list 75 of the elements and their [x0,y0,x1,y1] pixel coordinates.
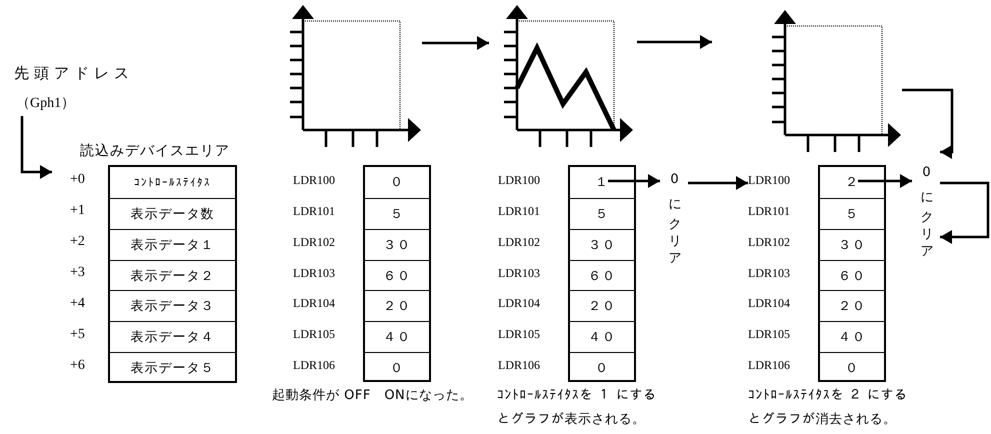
arrow [422,36,489,50]
register-label: LDR103 [498,264,540,282]
register-label: LDR102 [748,234,790,251]
data-table [363,165,431,382]
offset-label: +6 [70,356,85,375]
table-cell: ３０ [365,228,429,260]
register-label: LDR101 [748,202,790,220]
register-label: LDR105 [293,326,335,344]
register-label: LDR106 [748,357,790,374]
arrow [902,88,954,159]
register-label: LDR106 [498,357,540,374]
register-label: LDR100 [498,172,540,189]
address-heading: 先頭アドレス [14,64,134,83]
register-label: LDR100 [748,165,804,196]
offset-label: +5 [70,326,85,344]
table-cell: ６０ [820,260,884,290]
address-register: （Gph1） [16,95,76,112]
table-cell: 表示データ３ [110,290,235,322]
register-label: LDR104 [498,295,540,312]
table-cell: ０ [570,352,634,384]
table-cell: 表示データ２ [110,260,235,290]
table-heading: 読込みデバイスエリア [80,142,230,160]
offset-label: +2 [70,233,85,252]
table-cell: ５ [570,198,634,229]
table-cell: １ [570,167,634,198]
register-label: LDR104 [748,295,790,312]
table-cell: ０ [820,352,884,384]
table-cell: 表示データ１ [110,228,235,260]
register-label: LDR103 [748,264,790,282]
table-cell: 表示データ数 [110,198,235,229]
register-label: LDR100 [293,172,335,189]
arrow [20,116,52,179]
data-table [818,165,886,382]
caption: 起動条件が OFF ONになった。 [272,387,474,405]
table-cell: ３０ [570,228,634,260]
offset-label: +4 [70,294,85,313]
arrow [858,174,912,188]
offset-label: +1 [70,202,85,220]
register-label: LDR105 [498,326,540,344]
table-cell: ２０ [570,290,634,322]
caption: ｺﾝﾄﾛｰﾙｽﾃｲﾀｽを １ にするとグラフが表示される。 [497,387,658,429]
register-label: LDR104 [293,295,335,312]
table-cell: ６０ [570,260,634,290]
table-cell: ０ [365,352,429,384]
register-label: LDR102 [498,234,540,251]
table-cell: ２ [820,167,884,198]
table-cell: ５ [820,198,884,229]
arrow [608,174,660,188]
clear-note: 0にクリア [660,168,688,276]
table-cell: ４０ [570,321,634,352]
offset-label: +0 [70,171,85,190]
register-label: LDR102 [293,234,335,251]
table-cell: ４０ [365,321,429,352]
arrow [688,176,748,190]
table-cell: ５ [365,198,429,229]
clear-note: 0にクリア [912,145,940,270]
register-label: LDR106 [293,357,335,374]
arrow [940,182,990,244]
table-cell: 表示データ４ [110,321,235,352]
offset-label: +3 [70,264,85,282]
table-cell: ｺﾝﾄﾛｰﾙｽﾃｲﾀｽ [110,167,235,198]
table-cell: ６０ [365,260,429,290]
arrow [637,35,712,49]
table-cell: ４０ [820,321,884,352]
table-cell: ２０ [365,290,429,322]
table-cell: 表示データ５ [110,352,235,384]
register-label: LDR103 [293,264,335,282]
register-label: LDR101 [498,202,540,220]
table-cell: ０ [365,167,429,198]
data-table [568,165,636,382]
table-cell: ３０ [820,228,884,260]
register-label: LDR101 [293,202,335,220]
table-cell: ２０ [820,290,884,322]
register-label: LDR105 [748,326,790,344]
caption: ｺﾝﾄﾛｰﾙｽﾃｲﾀｽを ２ にするとグラフが消去される。 [748,387,908,429]
